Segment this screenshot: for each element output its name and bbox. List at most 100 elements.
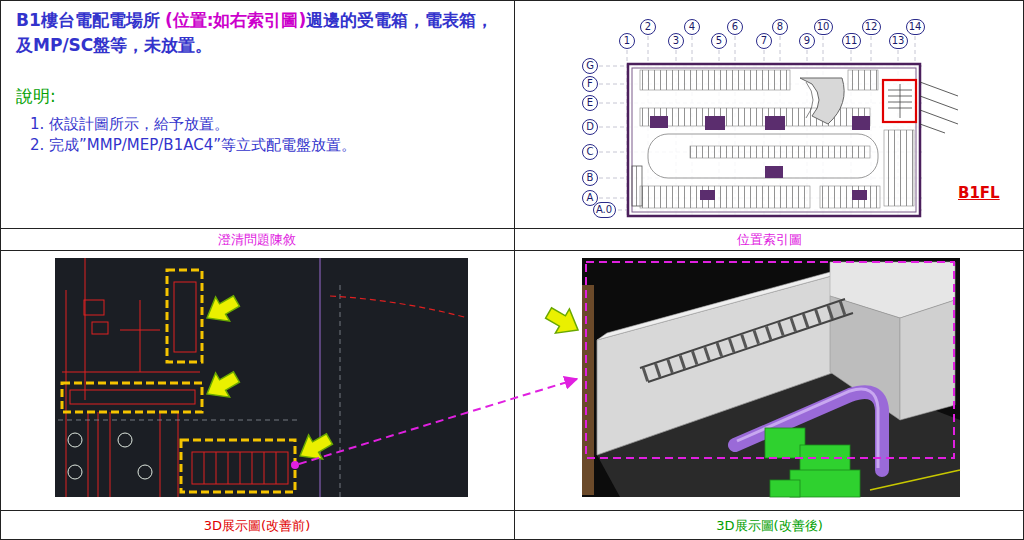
floor-plan — [599, 36, 958, 216]
grid-bubble: C — [582, 144, 598, 160]
equipment — [765, 428, 805, 458]
building-outline — [628, 64, 920, 216]
cad-device — [204, 452, 276, 484]
grid-bubble: 2 — [640, 19, 656, 35]
caption-text: 3D展示圖(改善前) — [204, 517, 310, 535]
grid-line — [599, 36, 922, 216]
heading-text: B1樓台電配電場所 — [16, 10, 160, 30]
grid-label: 12 — [865, 22, 878, 32]
equipment — [770, 480, 800, 497]
highlight-frame — [586, 262, 954, 458]
table-grid — [0, 510, 1024, 511]
description-cell: B1樓台電配電場所(位置:如右索引圖)週邊的受電箱，電表箱，及MP/SC盤等，未… — [0, 0, 514, 228]
grid-label: 13 — [892, 36, 905, 46]
grid-bubble: 10 — [814, 19, 833, 35]
grid-label: 14 — [909, 22, 922, 32]
equipment-room — [650, 116, 870, 200]
cad-symbol — [138, 465, 152, 479]
cad-device — [174, 282, 196, 352]
floor-label: B1FL — [958, 184, 1000, 202]
link-dot — [291, 461, 299, 469]
equipment — [765, 428, 860, 497]
grid-bubble: B — [582, 170, 598, 186]
highlight-frame — [62, 383, 202, 412]
grid-label: 3 — [673, 36, 679, 46]
link-arrow — [291, 379, 577, 469]
caption-text: 3D展示圖(改善後) — [716, 517, 822, 535]
grid-bubble: 6 — [727, 19, 743, 35]
pointer-arrow — [200, 289, 336, 468]
ramp — [800, 78, 844, 124]
grid-bubble: 5 — [711, 33, 727, 49]
render-3d — [542, 258, 960, 497]
grid-label: A — [587, 193, 594, 203]
grid-bubble: G — [582, 58, 598, 74]
block-front — [900, 300, 955, 420]
grid-label: A.0 — [596, 205, 612, 215]
pointer-arrow — [542, 301, 585, 342]
parking-row — [820, 186, 880, 208]
grid-label: G — [586, 61, 594, 71]
note-item: 1. 依設計圖所示，給予放置。 — [16, 114, 498, 135]
grid-bubble: A.0 — [593, 202, 616, 218]
cad-ground — [55, 258, 468, 497]
heading-note: (位置:如右索引圖) — [165, 10, 306, 30]
equipment — [790, 470, 860, 497]
table-grid — [514, 0, 515, 540]
grid-label: D — [586, 122, 594, 132]
parking-row — [848, 70, 878, 90]
cad-device — [192, 452, 288, 484]
highlight-frame — [62, 270, 295, 492]
cable-tray-rail — [640, 299, 853, 382]
grid-label: B — [587, 173, 594, 183]
equipment-room — [852, 116, 870, 130]
cad-symbol — [68, 465, 82, 479]
pointer-arrow — [200, 289, 243, 330]
grid-label: 8 — [777, 22, 783, 32]
grid-bubble: E — [582, 95, 598, 111]
stair — [632, 166, 642, 206]
render-column — [582, 285, 594, 495]
grid-label: 5 — [716, 36, 722, 46]
grid-bubble: 3 — [668, 33, 684, 49]
equipment-room — [650, 116, 668, 128]
cad-wire — [320, 258, 321, 497]
heading-block: B1樓台電配電場所(位置:如右索引圖)週邊的受電箱，電表箱，及MP/SC盤等，未… — [16, 8, 498, 57]
grid-bubble: 4 — [684, 19, 700, 35]
caption-text: 澄清問題陳敘 — [218, 231, 296, 249]
highlight-box — [883, 80, 916, 122]
grid-bubble: 11 — [842, 33, 861, 49]
pointer-arrow — [200, 365, 243, 406]
render-edge — [870, 470, 960, 490]
grid-label: F — [587, 79, 593, 89]
caption-cell: 澄清問題陳敘 — [0, 229, 514, 250]
grid-label: 6 — [732, 22, 738, 32]
table-grid — [0, 228, 1024, 229]
grid-bubble: 7 — [756, 33, 772, 49]
highlight-frame — [167, 270, 202, 362]
notes-title: 說明: — [16, 85, 498, 108]
cad-device — [70, 390, 195, 404]
driveway — [648, 134, 878, 178]
parking-row — [640, 70, 790, 90]
equipment-room — [765, 166, 783, 178]
equipment-room — [705, 116, 725, 130]
cad-symbol — [68, 433, 82, 447]
equipment-room — [852, 190, 867, 200]
grid-label: 10 — [817, 22, 830, 32]
grid-bubble: 13 — [889, 33, 908, 49]
cad-arc — [330, 296, 468, 318]
grid-bubble: F — [582, 76, 598, 92]
grid-label: 2 — [645, 22, 651, 32]
parking-row — [640, 186, 810, 208]
grid-bubble: 12 — [862, 19, 881, 35]
pointer-arrow — [293, 427, 336, 468]
cad-wire — [58, 285, 340, 497]
table-grid — [0, 250, 1024, 251]
grid-label: 11 — [845, 36, 858, 46]
